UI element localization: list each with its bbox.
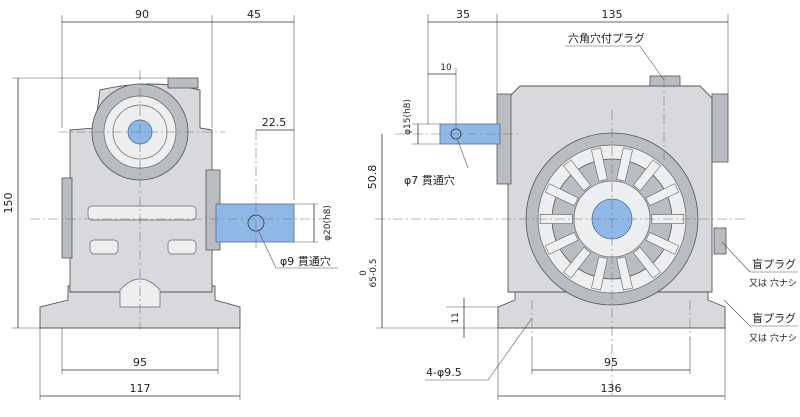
right-note-bore: φ7 貫通穴 — [404, 173, 455, 187]
right-dim-top-right: 135 — [602, 8, 623, 21]
left-dim-top-width: 90 — [135, 8, 149, 21]
right-dim-center-top: 50.8 — [366, 165, 379, 190]
right-note-plug-blind-2-sub: 又は 穴ナシ — [749, 332, 797, 344]
right-note-holes: 4-φ9.5 — [426, 366, 462, 379]
right-note-plug-blind-1: 盲プラグ — [752, 257, 796, 271]
right-note-plug-blind-2: 盲プラグ — [752, 311, 796, 325]
right-view: 35 135 10 φ15(h8) φ7 貫通穴 50.8 0 65-0.5 1… — [359, 8, 798, 400]
gear-spoke — [591, 147, 608, 182]
gear-spokes — [539, 147, 685, 291]
gear-spoke — [544, 231, 579, 255]
gear-spoke — [563, 159, 592, 192]
right-note-plug-blind-1-sub: 又は 穴ナシ — [749, 277, 797, 289]
gear-spoke — [591, 256, 608, 291]
gear-spoke — [616, 256, 633, 291]
gear-spoke — [632, 159, 661, 192]
right-dim-shaft-dia: φ15(h8) — [403, 99, 413, 135]
right-dim-base-outer: 136 — [601, 382, 622, 395]
right-dim-center-low-a: 0 — [359, 270, 369, 276]
right-dim-center-low-b: 65-0.5 — [369, 258, 379, 287]
left-dim-shaft-dia: φ20(h8) — [323, 205, 333, 241]
gear-spoke — [563, 246, 592, 279]
gear-spoke — [632, 246, 661, 279]
right-dim-base-inner: 95 — [604, 356, 618, 369]
gear-spoke — [645, 231, 680, 255]
right-dim-shaft-step: 10 — [440, 63, 452, 73]
gear-spoke — [544, 183, 579, 207]
left-note-bore: φ9 貫通穴 — [280, 254, 331, 268]
right-dim-base-thk: 11 — [451, 312, 461, 323]
left-dim-base-outer: 117 — [130, 382, 151, 395]
right-dim-top-left: 35 — [456, 8, 470, 21]
left-view: 90 45 22.5 150 φ20(h8) φ9 貫通穴 95 117 — [2, 8, 338, 400]
left-dim-top-shaft: 45 — [247, 8, 261, 21]
right-note-plug-hex: 六角穴付プラグ — [568, 31, 645, 45]
gear-spoke — [645, 183, 680, 207]
left-dim-height: 150 — [2, 193, 15, 214]
gear-spoke — [616, 147, 633, 182]
left-dim-base-inner: 95 — [133, 356, 147, 369]
left-output-shaft — [215, 203, 295, 243]
left-dim-shaft-offset: 22.5 — [262, 116, 287, 129]
